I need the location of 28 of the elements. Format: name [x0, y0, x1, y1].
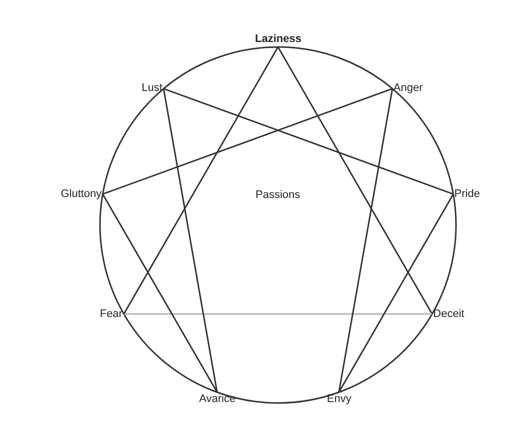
- circle-arc: [163, 46, 278, 90]
- connecting-line: [102, 88, 393, 195]
- point-label: Pride: [454, 188, 480, 201]
- circle-arc: [123, 314, 218, 393]
- point-label: Fear: [100, 308, 122, 320]
- connecting-line: [277, 46, 433, 314]
- center-label: Passions: [256, 188, 300, 202]
- connecting-line: [163, 88, 454, 195]
- point-label: Deceit: [433, 308, 464, 320]
- point-label: Avarice: [199, 393, 236, 406]
- point-label: Lust: [142, 82, 162, 96]
- point-label: Envy: [326, 393, 352, 406]
- connecting-line: [123, 46, 279, 314]
- connecting-line: [338, 194, 454, 393]
- circle-arc: [216, 392, 340, 404]
- circle-arc: [431, 194, 456, 314]
- circle-arc: [100, 194, 125, 314]
- point-label: Laziness: [255, 33, 302, 46]
- connecting-line: [124, 313, 432, 315]
- connecting-line: [162, 88, 218, 392]
- circle-arc: [338, 314, 433, 393]
- point-label: Anger: [393, 82, 423, 96]
- circle-arc: [392, 88, 454, 194]
- circle-arc: [278, 46, 393, 90]
- point-label: Gluttony: [60, 188, 102, 201]
- circle-arc: [102, 88, 164, 194]
- connecting-line: [102, 194, 218, 393]
- connecting-line: [338, 88, 394, 392]
